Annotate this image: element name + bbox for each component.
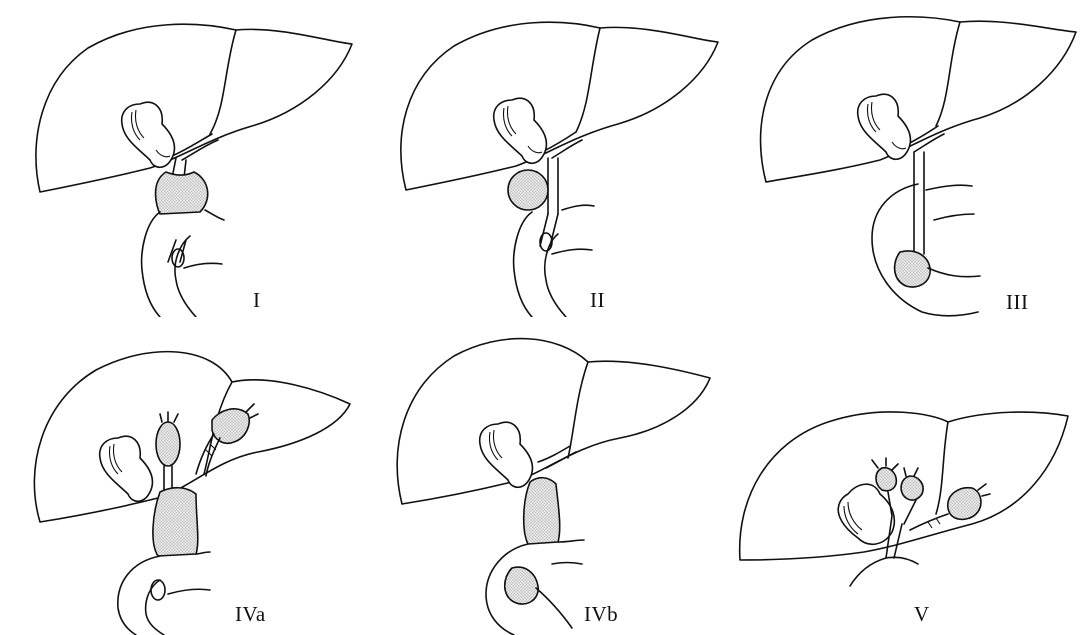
lobe-divider: [210, 30, 236, 134]
duodenum-inner: [545, 205, 594, 317]
intrahepatic-cyst-2-tip: [904, 468, 918, 476]
diverticular-cyst: [508, 170, 548, 210]
choledochocele: [505, 567, 538, 604]
panel-type-4a-drawing: [0, 318, 360, 635]
panel-type-2-drawing: [362, 0, 722, 317]
pancreas-edge: [184, 263, 222, 268]
common-duct: [548, 158, 558, 214]
panel-type-4a: IVa: [0, 318, 360, 635]
papilla: [151, 580, 165, 600]
panel-type-1: I: [0, 0, 360, 317]
lobe-divider: [576, 28, 600, 132]
lobe-divider: [936, 22, 960, 126]
panel-label-type-5: V: [914, 602, 930, 627]
hepatic-duct-left: [182, 140, 218, 160]
liver-outline: [761, 17, 1076, 182]
intrahepatic-cyst-central: [156, 422, 180, 466]
panel-label-type-4b: IVb: [584, 602, 618, 627]
intrahepatic-cyst-2: [901, 476, 923, 500]
pancreas-edge: [536, 588, 572, 628]
liver-outline: [36, 24, 352, 192]
panel-type-2: II: [362, 0, 722, 317]
duodenum-outer: [872, 184, 978, 316]
liver-outline: [401, 22, 718, 190]
panel-type-5-drawing: [722, 318, 1082, 635]
extrahepatic-cyst: [153, 488, 198, 556]
lobe-divider: [936, 422, 948, 514]
pancreas-edge: [168, 589, 210, 594]
hepatic-duct-left: [546, 452, 576, 468]
duodenum-inner: [146, 552, 210, 635]
duodenum-outer: [142, 212, 160, 317]
intrahepatic-cyst-1: [876, 468, 896, 491]
panel-type-4b-drawing: [362, 318, 722, 635]
lobe-divider: [568, 362, 588, 458]
pancreas-edge: [552, 249, 592, 254]
duodenum-inner: [926, 185, 974, 220]
panel-type-4b: IVb: [362, 318, 722, 635]
choledochocele: [895, 251, 931, 287]
panel-label-type-4a: IVa: [235, 602, 266, 627]
common-duct: [914, 152, 924, 254]
pancreas-edge: [928, 268, 980, 277]
hepatic-duct-right: [538, 446, 570, 462]
panel-label-type-1: I: [253, 288, 261, 313]
duodenum-outer: [514, 212, 532, 317]
gallbladder: [480, 422, 533, 487]
duodenum-inner: [552, 540, 584, 564]
gallbladder: [494, 98, 547, 163]
panel-type-3: III: [722, 0, 1082, 317]
gallbladder: [838, 484, 894, 544]
gallbladder: [100, 436, 153, 501]
intrahepatic-cyst-central-tip: [160, 412, 178, 422]
panel-label-type-3: III: [1006, 290, 1028, 315]
gallbladder: [122, 102, 175, 167]
panel-label-type-2: II: [590, 288, 605, 313]
central-duct: [164, 466, 172, 490]
distal-duct: [540, 214, 558, 246]
panel-type-1-drawing: [0, 0, 360, 317]
intrahepatic-cyst-3: [948, 488, 981, 520]
intrahepatic-cyst-left: [212, 409, 249, 443]
panel-type-3-drawing: [722, 0, 1082, 317]
hepatic-duct-right: [172, 134, 212, 156]
gallbladder: [858, 94, 911, 159]
liver-outline: [397, 339, 710, 504]
panel-type-5: V: [722, 318, 1082, 635]
duodenum-edge: [850, 557, 918, 586]
duodenum-outer: [118, 556, 160, 635]
extrahepatic-cyst: [524, 478, 560, 544]
fusiform-cyst: [156, 172, 208, 214]
